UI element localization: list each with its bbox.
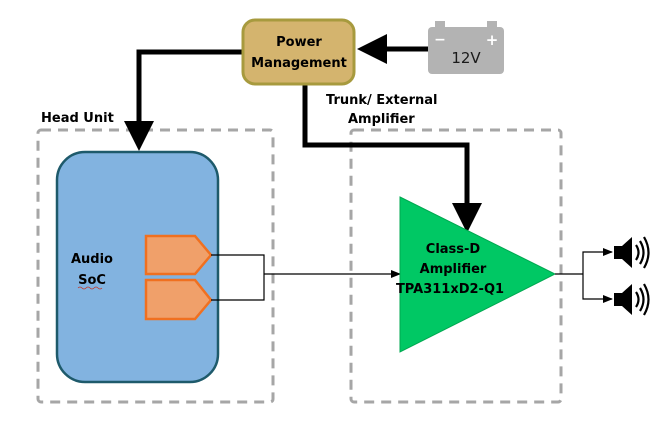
- power-management-label-line2: Management: [251, 56, 347, 71]
- head-unit-label: Head Unit: [41, 111, 114, 126]
- amplifier-label-line3: TPA311xD2-Q1: [396, 282, 504, 297]
- soc-port-bus-wire: [211, 254, 265, 301]
- audio-soc-label-line2: SoC: [78, 273, 106, 288]
- speaker-1-icon: [614, 236, 650, 269]
- speaker-1-wire: [582, 248, 613, 274]
- battery-voltage-label: 12V: [451, 49, 481, 67]
- power-management-block: [241, 18, 356, 86]
- class-d-amplifier-block: [399, 196, 557, 353]
- external-amplifier-group-box: [349, 128, 563, 404]
- external-amplifier-label-line1: Trunk/ External: [326, 93, 437, 108]
- soc-output-port-2: [144, 278, 213, 321]
- power-management-label-line1: Power: [276, 35, 322, 50]
- power-to-amp-wire: [302, 84, 482, 233]
- external-amplifier-label-line2: Amplifier: [348, 112, 415, 127]
- spellcheck-underline: [77, 286, 103, 290]
- speaker-2-icon: [614, 283, 650, 316]
- battery-minus-sign: −: [434, 32, 446, 48]
- power-to-soc-wire: [124, 49, 244, 151]
- amplifier-label-line2: Amplifier: [420, 262, 487, 277]
- soc-output-port-1: [144, 234, 213, 276]
- speaker-2-wire: [582, 274, 613, 303]
- audio-soc-label-line1: Audio: [71, 252, 113, 267]
- amplifier-label-line1: Class-D: [426, 242, 481, 257]
- battery-icon: − + 12V: [428, 21, 504, 74]
- battery-plus-sign: +: [486, 31, 499, 49]
- audio-soc-block: [55, 150, 220, 384]
- head-unit-group-box: [36, 128, 275, 404]
